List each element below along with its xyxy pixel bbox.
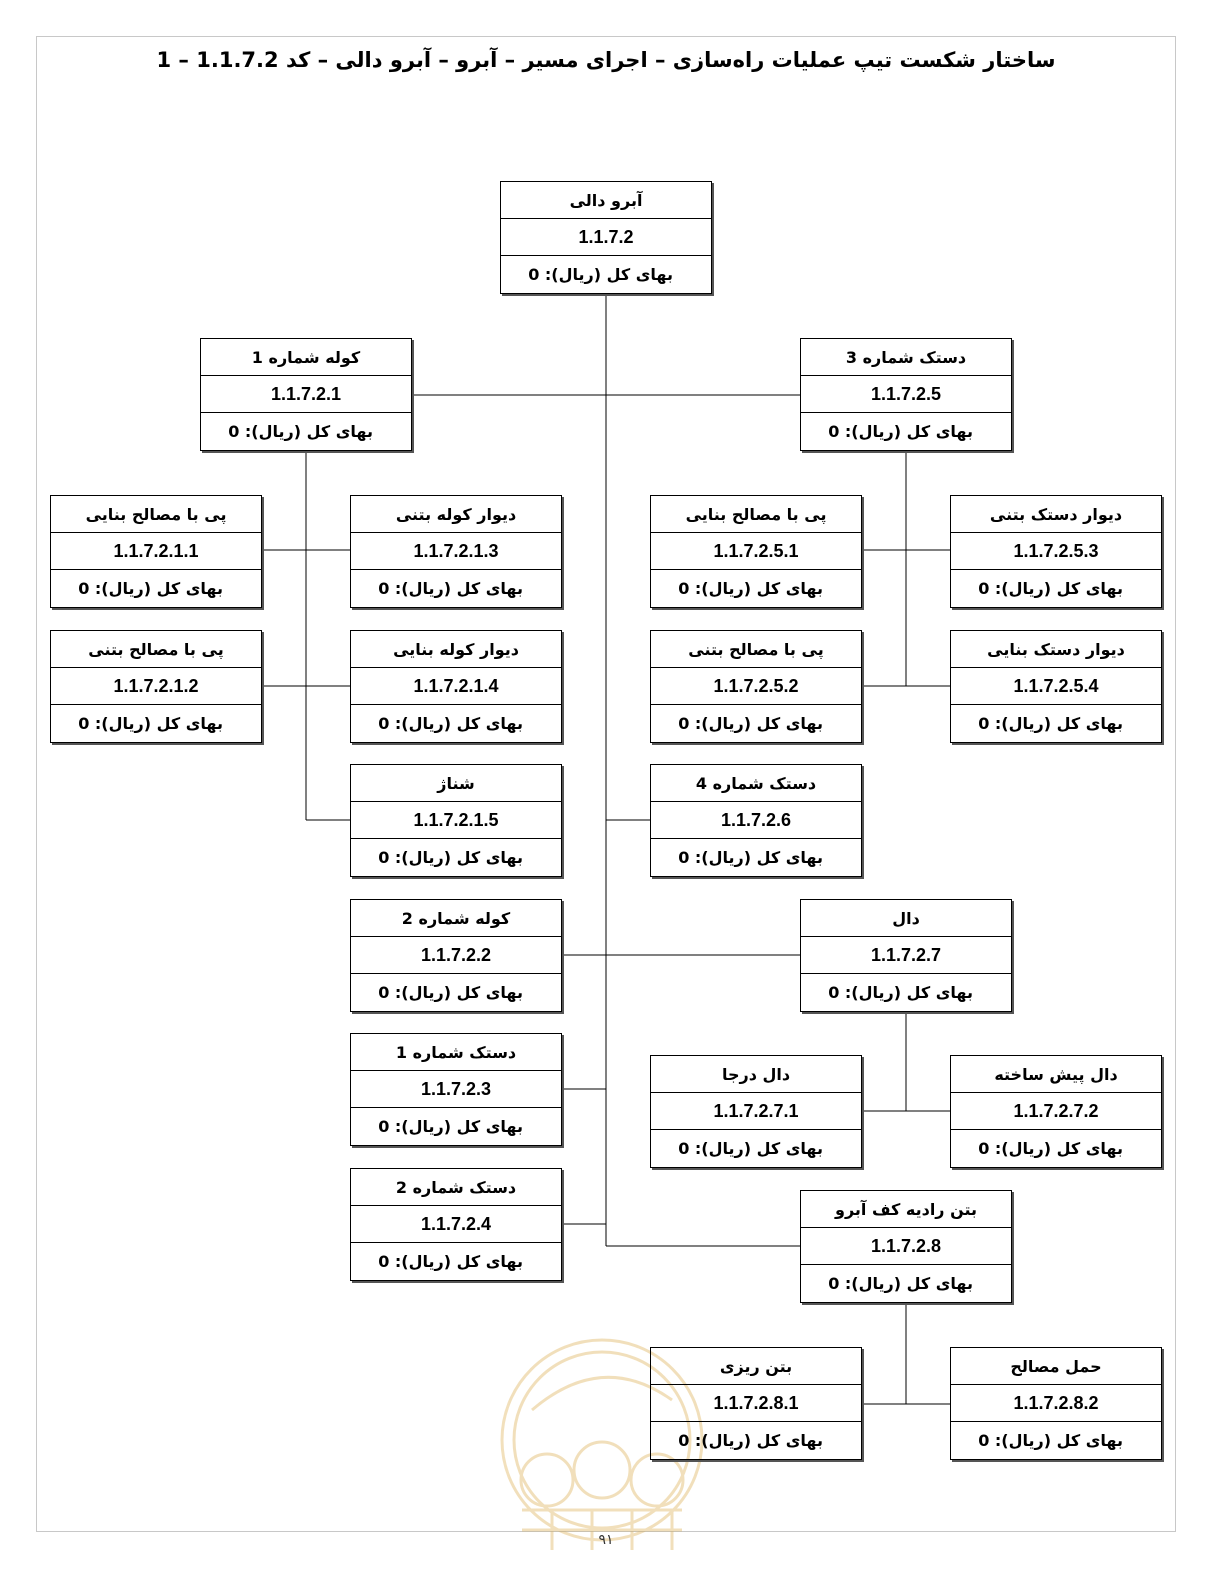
seal-watermark	[500, 1338, 704, 1550]
page-frame	[36, 36, 1176, 1532]
node-cost: بهای کل (ریال): 0	[378, 714, 523, 733]
node-7-2[interactable]: دال پیش ساخته 1.1.7.2.7.2 بهای کل (ریال)…	[950, 1055, 1162, 1168]
node-code: 1.1.7.2.5.2	[651, 668, 861, 705]
node-name: دستک شماره 2	[351, 1169, 561, 1206]
page-number: ۹۱	[598, 1532, 614, 1548]
node-code: 1.1.7.2.6	[651, 802, 861, 839]
node-code: 1.1.7.2.1.1	[51, 533, 261, 570]
node-cost: بهای کل (ریال): 0	[228, 422, 373, 441]
node-7-1[interactable]: دال درجا 1.1.7.2.7.1 بهای کل (ریال): 0	[650, 1055, 862, 1168]
node-8-1[interactable]: بتن ریزی 1.1.7.2.8.1 بهای کل (ریال): 0	[650, 1347, 862, 1460]
node-1-1[interactable]: پی با مصالح بنایی 1.1.7.2.1.1 بهای کل (ر…	[50, 495, 262, 608]
node-5-1[interactable]: پی با مصالح بنایی 1.1.7.2.5.1 بهای کل (ر…	[650, 495, 862, 608]
node-cost: بهای کل (ریال): 0	[678, 848, 823, 867]
node-name: بتن ریزی	[651, 1348, 861, 1385]
node-dastak-4[interactable]: دستک شماره 4 1.1.7.2.6 بهای کل (ریال): 0	[650, 764, 862, 877]
node-name: دال	[801, 900, 1011, 937]
node-dastak-3[interactable]: دستک شماره 3 1.1.7.2.5 بهای کل (ریال): 0	[800, 338, 1012, 451]
node-cost: بهای کل (ریال): 0	[678, 714, 823, 733]
node-code: 1.1.7.2.7	[801, 937, 1011, 974]
node-5-3[interactable]: دیوار دستک بتنی 1.1.7.2.5.3 بهای کل (ریا…	[950, 495, 1162, 608]
node-5-2[interactable]: پی با مصالح بتنی 1.1.7.2.5.2 بهای کل (ری…	[650, 630, 862, 743]
node-cost: بهای کل (ریال): 0	[378, 579, 523, 598]
node-code: 1.1.7.2	[501, 219, 711, 256]
node-name: دال درجا	[651, 1056, 861, 1093]
node-name: دیوار کوله بنایی	[351, 631, 561, 668]
node-cost: بهای کل (ریال): 0	[678, 1139, 823, 1158]
node-cost: بهای کل (ریال): 0	[678, 579, 823, 598]
node-cost: بهای کل (ریال): 0	[678, 1431, 823, 1450]
node-code: 1.1.7.2.8	[801, 1228, 1011, 1265]
node-8-2[interactable]: حمل مصالح 1.1.7.2.8.2 بهای کل (ریال): 0	[950, 1347, 1162, 1460]
node-code: 1.1.7.2.8.2	[951, 1385, 1161, 1422]
node-code: 1.1.7.2.7.2	[951, 1093, 1161, 1130]
node-code: 1.1.7.2.1.4	[351, 668, 561, 705]
node-name: حمل مصالح	[951, 1348, 1161, 1385]
node-name: دیوار کوله بتنی	[351, 496, 561, 533]
node-name: دستک شماره 1	[351, 1034, 561, 1071]
node-cost: بهای کل (ریال): 0	[528, 265, 673, 284]
node-name: شناژ	[351, 765, 561, 802]
node-dal[interactable]: دال 1.1.7.2.7 بهای کل (ریال): 0	[800, 899, 1012, 1012]
node-code: 1.1.7.2.1.5	[351, 802, 561, 839]
node-code: 1.1.7.2.1.3	[351, 533, 561, 570]
node-cost: بهای کل (ریال): 0	[378, 848, 523, 867]
node-code: 1.1.7.2.8.1	[651, 1385, 861, 1422]
node-name: پی با مصالح بنایی	[651, 496, 861, 533]
node-name: پی با مصالح بتنی	[651, 631, 861, 668]
node-cost: بهای کل (ریال): 0	[828, 983, 973, 1002]
node-name: دستک شماره 4	[651, 765, 861, 802]
node-dastak-2[interactable]: دستک شماره 2 1.1.7.2.4 بهای کل (ریال): 0	[350, 1168, 562, 1281]
node-kouleh-1[interactable]: کوله شماره 1 1.1.7.2.1 بهای کل (ریال): 0	[200, 338, 412, 451]
node-cost: بهای کل (ریال): 0	[978, 714, 1123, 733]
node-code: 1.1.7.2.5.4	[951, 668, 1161, 705]
node-cost: بهای کل (ریال): 0	[78, 714, 223, 733]
node-cost: بهای کل (ریال): 0	[378, 1117, 523, 1136]
node-dastak-1[interactable]: دستک شماره 1 1.1.7.2.3 بهای کل (ریال): 0	[350, 1033, 562, 1146]
node-name: کوله شماره 1	[201, 339, 411, 376]
node-cost: بهای کل (ریال): 0	[978, 579, 1123, 598]
node-code: 1.1.7.2.1.2	[51, 668, 261, 705]
node-name: آبرو دالی	[501, 182, 711, 219]
node-1-3[interactable]: دیوار کوله بتنی 1.1.7.2.1.3 بهای کل (ریا…	[350, 495, 562, 608]
node-cost: بهای کل (ریال): 0	[78, 579, 223, 598]
node-cost: بهای کل (ریال): 0	[378, 1252, 523, 1271]
node-code: 1.1.7.2.4	[351, 1206, 561, 1243]
node-name: پی با مصالح بنایی	[51, 496, 261, 533]
node-code: 1.1.7.2.5	[801, 376, 1011, 413]
node-name: بتن رادیه کف آبرو	[801, 1191, 1011, 1228]
node-kouleh-2[interactable]: کوله شماره 2 1.1.7.2.2 بهای کل (ریال): 0	[350, 899, 562, 1012]
node-1-2[interactable]: پی با مصالح بتنی 1.1.7.2.1.2 بهای کل (ری…	[50, 630, 262, 743]
page-title: ساختار شکست تیپ عملیات راه‌سازی – اجرای …	[156, 48, 1056, 72]
node-code: 1.1.7.2.7.1	[651, 1093, 861, 1130]
node-1-5[interactable]: شناژ 1.1.7.2.1.5 بهای کل (ریال): 0	[350, 764, 562, 877]
node-cost: بهای کل (ریال): 0	[828, 422, 973, 441]
node-cost: بهای کل (ریال): 0	[978, 1431, 1123, 1450]
node-root[interactable]: آبرو دالی 1.1.7.2 بهای کل (ریال): 0	[500, 181, 712, 294]
node-5-4[interactable]: دیوار دستک بنایی 1.1.7.2.5.4 بهای کل (ری…	[950, 630, 1162, 743]
node-cost: بهای کل (ریال): 0	[828, 1274, 973, 1293]
node-name: دیوار دستک بتنی	[951, 496, 1161, 533]
node-radiye[interactable]: بتن رادیه کف آبرو 1.1.7.2.8 بهای کل (ریا…	[800, 1190, 1012, 1303]
node-name: دستک شماره 3	[801, 339, 1011, 376]
node-cost: بهای کل (ریال): 0	[378, 983, 523, 1002]
node-code: 1.1.7.2.1	[201, 376, 411, 413]
node-name: پی با مصالح بتنی	[51, 631, 261, 668]
node-code: 1.1.7.2.2	[351, 937, 561, 974]
node-code: 1.1.7.2.5.3	[951, 533, 1161, 570]
node-code: 1.1.7.2.5.1	[651, 533, 861, 570]
node-code: 1.1.7.2.3	[351, 1071, 561, 1108]
node-name: دیوار دستک بنایی	[951, 631, 1161, 668]
node-1-4[interactable]: دیوار کوله بنایی 1.1.7.2.1.4 بهای کل (ری…	[350, 630, 562, 743]
node-name: دال پیش ساخته	[951, 1056, 1161, 1093]
node-name: کوله شماره 2	[351, 900, 561, 937]
node-cost: بهای کل (ریال): 0	[978, 1139, 1123, 1158]
